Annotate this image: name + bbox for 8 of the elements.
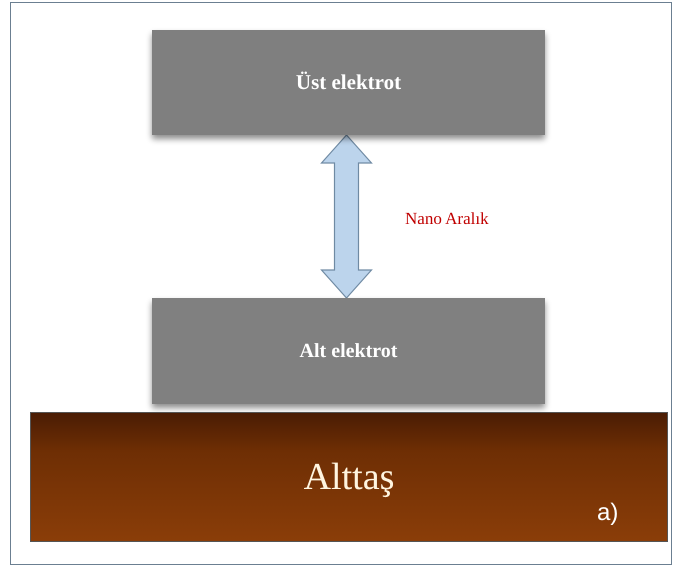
double-arrow (320, 134, 373, 299)
substrate-layer (30, 412, 668, 542)
layer-label: Üst elektrot (296, 68, 402, 96)
panel-letter: a) (597, 498, 618, 528)
layer-label: Alttaş (304, 454, 394, 500)
layer-label: Alt elektrot (300, 339, 398, 364)
electrode-box (152, 298, 545, 404)
electrode-box (152, 30, 545, 135)
